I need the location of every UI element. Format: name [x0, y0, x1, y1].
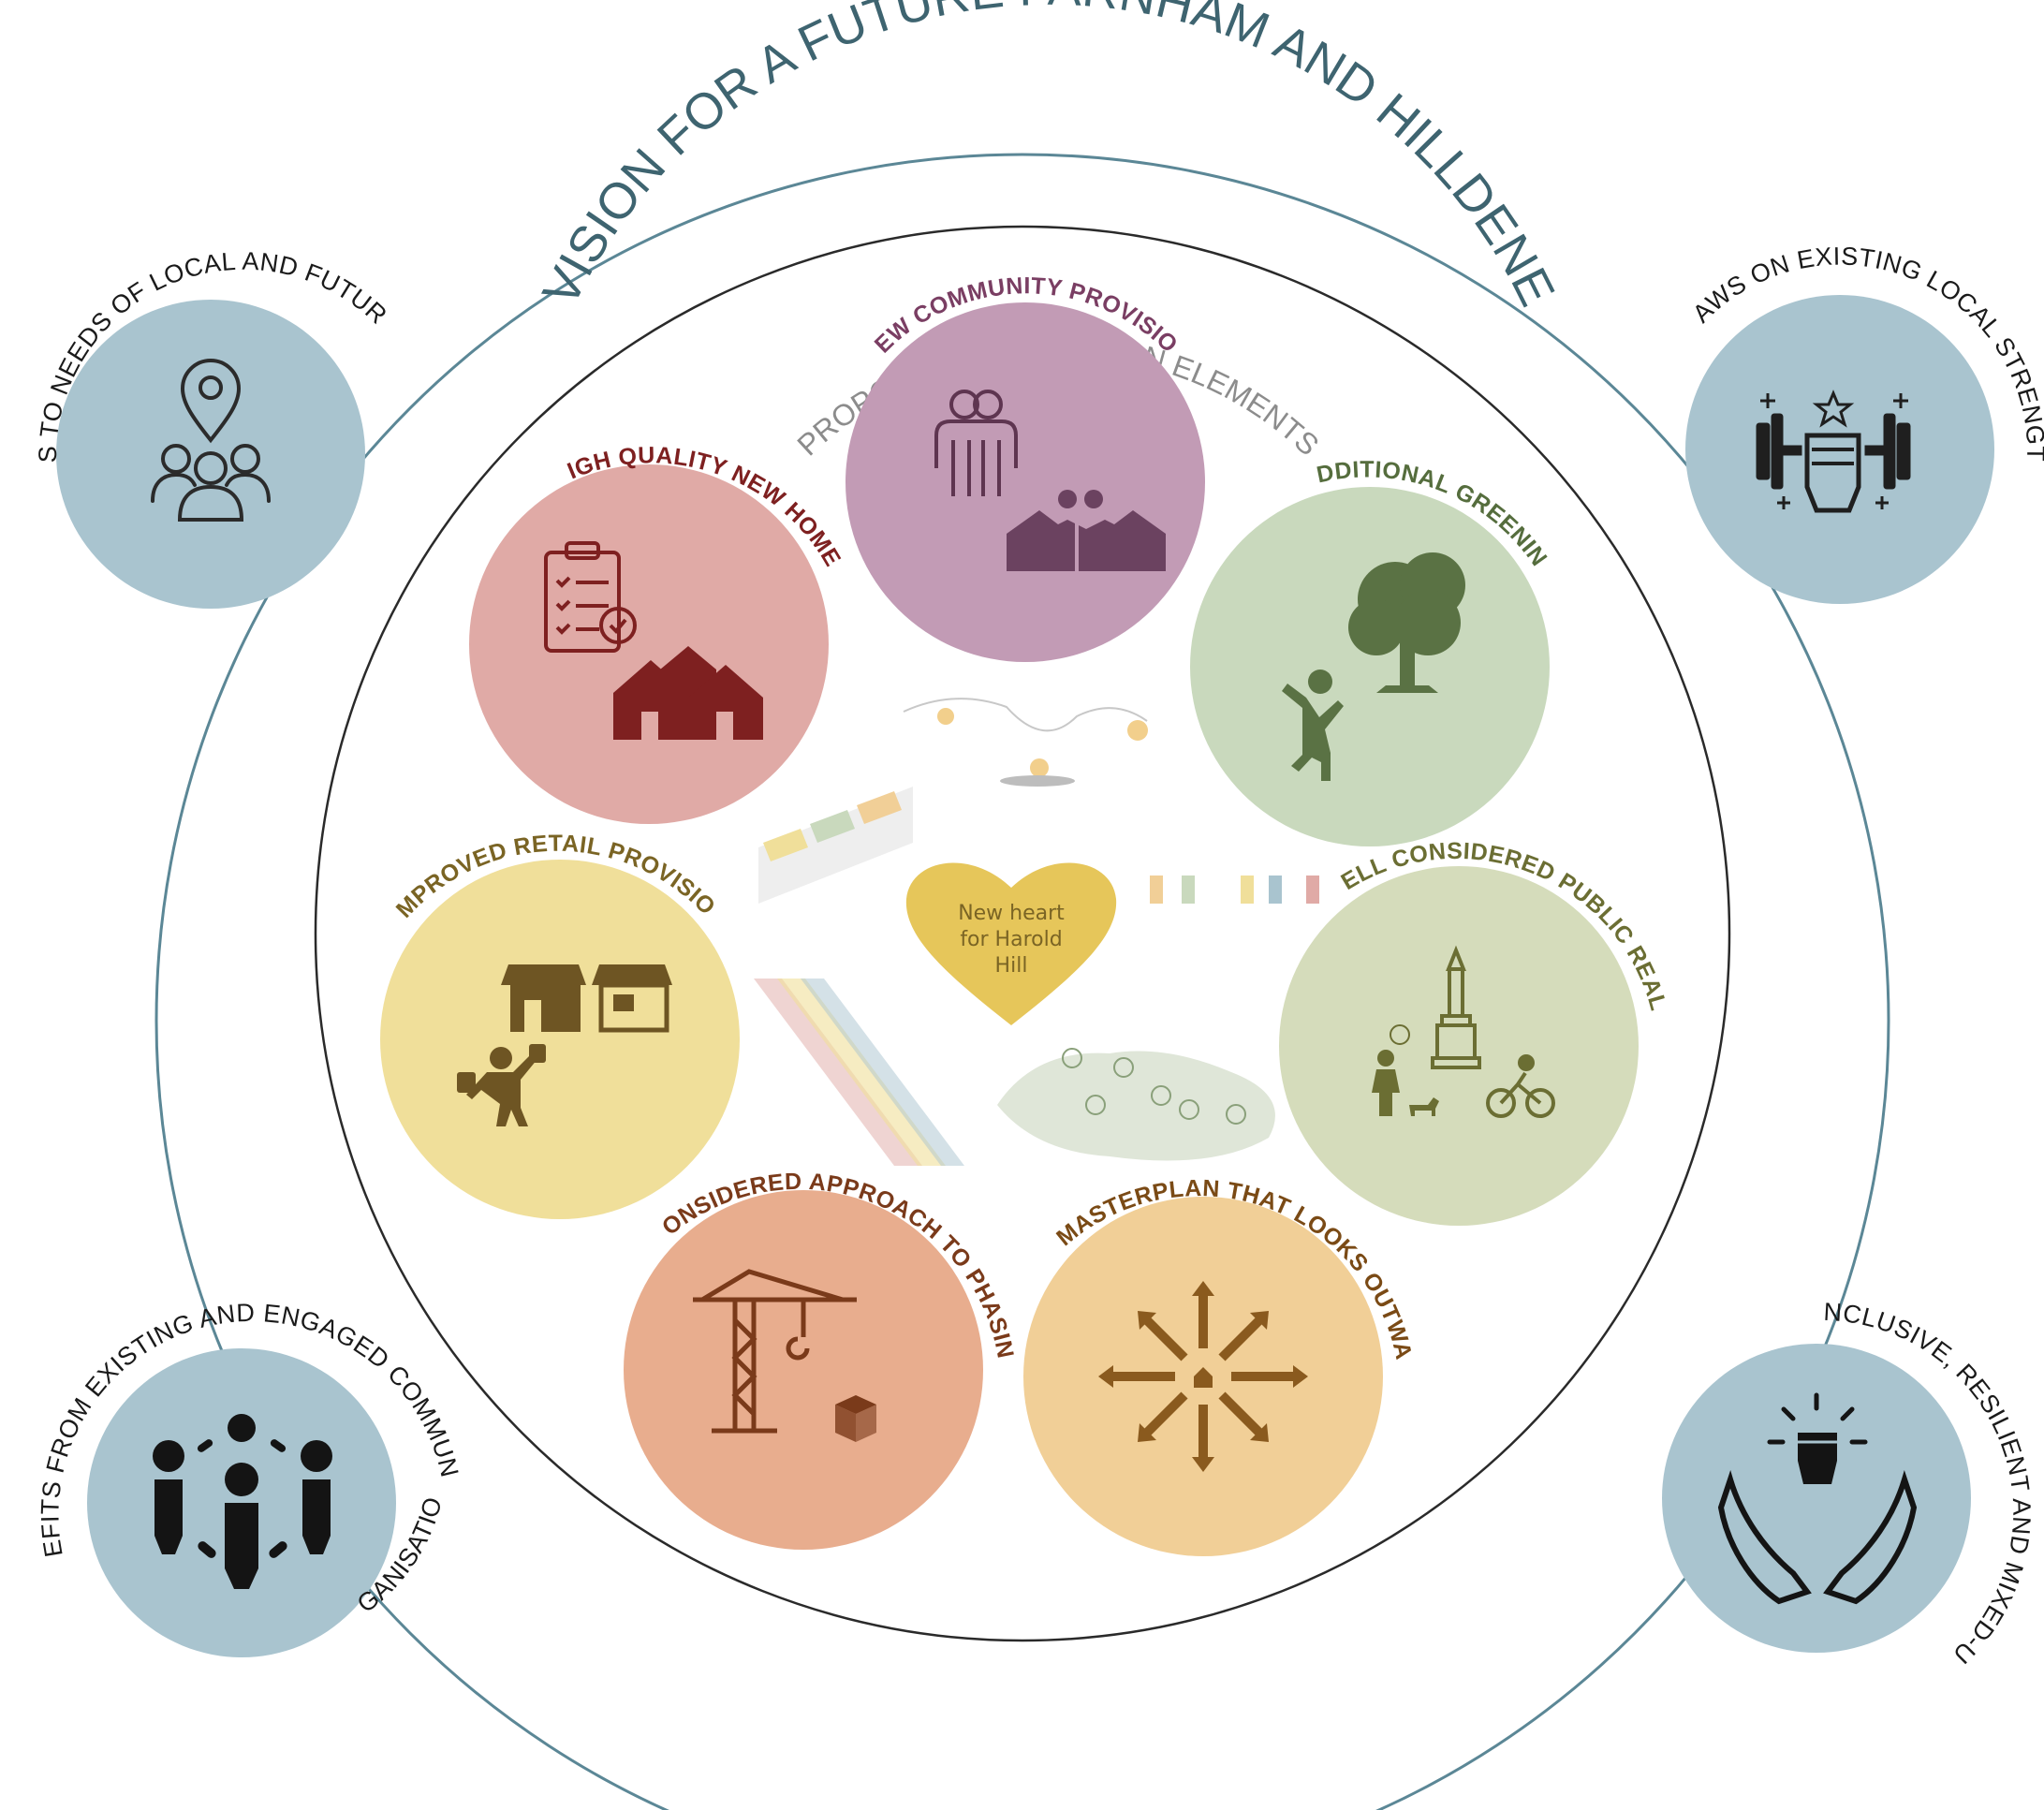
- corner-label-bottom-left: BENEFITS FROM EXISTING AND ENGAGED COMMU…: [0, 0, 464, 1559]
- element-circle: [1190, 487, 1550, 846]
- element-circle: [846, 302, 1205, 662]
- cyclist-icon: [1486, 1054, 1555, 1118]
- shops-icon: [501, 964, 672, 1033]
- main-title: VISION FOR A FUTURE FARNHAM AND HILLDENE: [532, 0, 1566, 315]
- element-circle: [469, 464, 829, 824]
- corner-top-left: RESPONDS TO NEEDS OF LOCAL AND FUTURE PE…: [0, 0, 392, 609]
- greenway-vignette: [754, 979, 964, 1166]
- corner-circle: [1662, 1344, 1971, 1653]
- inner-ring: [314, 225, 1731, 1642]
- tree-icon: [1348, 552, 1465, 693]
- strength-fist-icon: [1756, 390, 1911, 513]
- checklist-icon: [544, 541, 637, 653]
- center-heart: New heart for Harold Hill: [905, 862, 1117, 1025]
- heart-line-1: New heart: [958, 902, 1065, 925]
- child-playing-icon: [1282, 670, 1344, 781]
- shopfront-vignette: [758, 787, 913, 904]
- shopper-icon: [457, 1044, 546, 1126]
- element-circle: [1279, 866, 1639, 1226]
- woodland-vignette: [997, 1048, 1275, 1161]
- element-phasing: CONSIDERED APPROACH TO PHASING: [0, 0, 1018, 1550]
- heart-line-3: Hill: [995, 954, 1028, 978]
- crane-icon: [693, 1269, 857, 1434]
- outer-ring: [154, 153, 1890, 1810]
- monument-icon: [1431, 945, 1481, 1069]
- element-circle: [380, 860, 740, 1219]
- park-vignette: [903, 698, 1148, 787]
- outward-arrows-icon: [1098, 1281, 1308, 1472]
- blocks-icon: [835, 1395, 876, 1442]
- community-group-icon: [153, 1414, 332, 1589]
- raised-fist-hands-icon: [1717, 1392, 1918, 1605]
- planting-hands-icon: [1007, 490, 1166, 571]
- community-people-icon: [934, 390, 1018, 496]
- street-vignette: [1150, 876, 1319, 904]
- people-location-icon: [151, 359, 271, 522]
- element-circle: [624, 1190, 983, 1550]
- heart-line-2: for Harold: [960, 928, 1062, 951]
- houses-icon: [613, 646, 763, 740]
- people-walking-dog-icon: [1372, 1024, 1439, 1116]
